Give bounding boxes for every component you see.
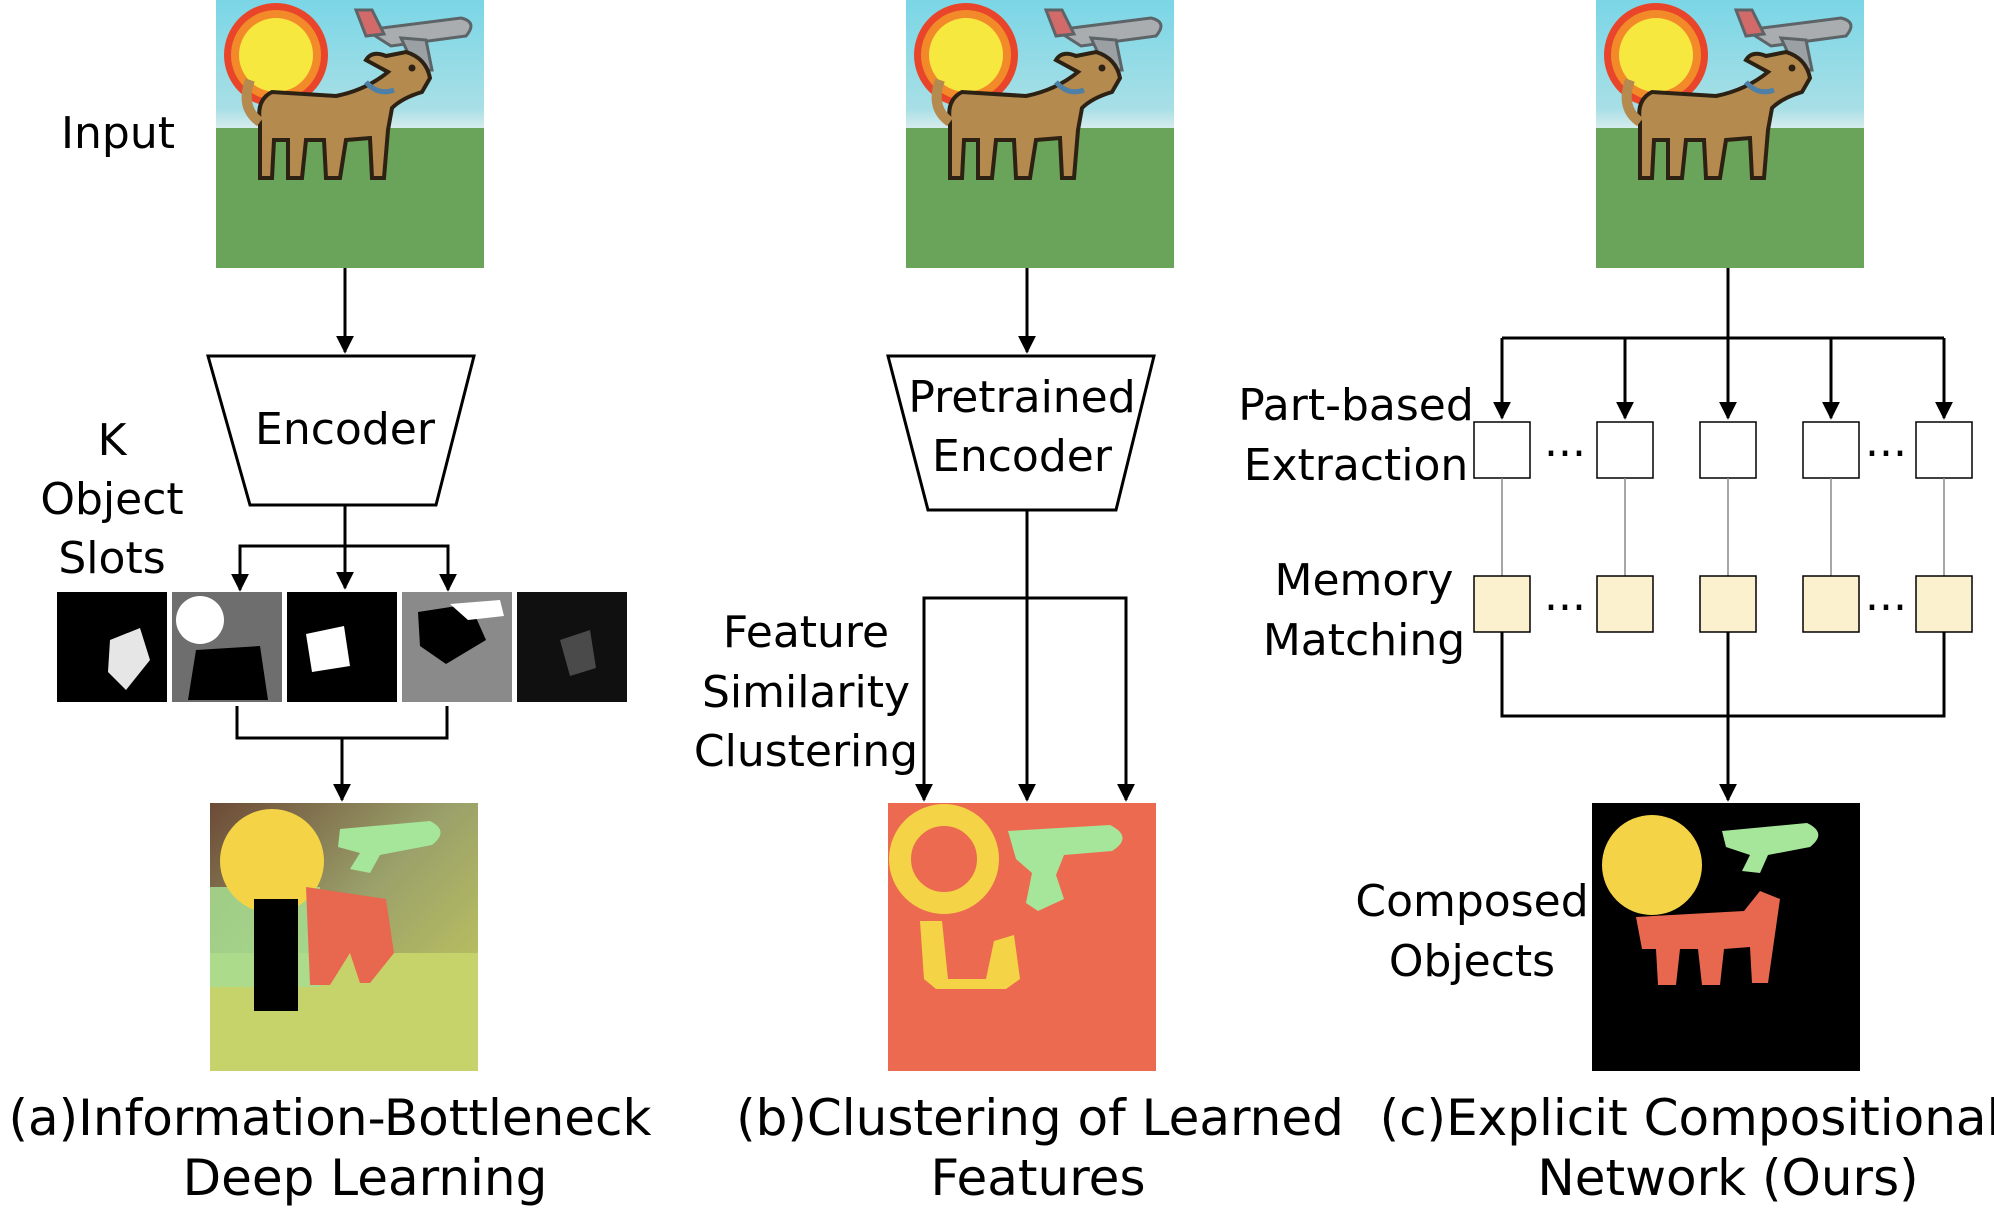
panel-b: Pretrained Encoder Feature Similarity Cl…: [694, 0, 1344, 1207]
memory-box: [1473, 575, 1531, 633]
encoder-label: Encoder: [255, 404, 436, 455]
caption-b-line-2: Features: [931, 1149, 1146, 1207]
slots-label-line-3: Slots: [58, 533, 165, 584]
ellipsis-memory-1: ...: [1544, 570, 1586, 621]
slots-merge: [235, 706, 449, 740]
reconstruction-image: [210, 803, 478, 1071]
caption-c-line-2: Network (Ours): [1537, 1149, 1918, 1207]
pretrained-label-line-1: Pretrained: [908, 372, 1135, 423]
part-box: [1802, 421, 1860, 479]
memory-label-line-2: Matching: [1263, 615, 1465, 666]
memory-merge: [1500, 632, 1946, 718]
clustering-label-line-1: Feature: [723, 607, 889, 658]
panel-a: Input Encoder K Object Slots: [9, 0, 652, 1207]
object-slot-masks: [57, 592, 627, 702]
ellipsis-memory-2: ...: [1865, 570, 1907, 621]
memory-box: [1596, 575, 1654, 633]
part-box: [1596, 421, 1654, 479]
part-box: [1699, 421, 1757, 479]
ellipsis-part-2: ...: [1865, 416, 1907, 467]
pretrained-label-line-2: Encoder: [932, 431, 1113, 482]
memory-box: [1802, 575, 1860, 633]
slots-label-line-2: Object: [40, 474, 183, 525]
panel-c: Part-based Extraction ... ... Memory Mat…: [1238, 0, 1994, 1207]
caption-b-line-1: (b)Clustering of Learned: [736, 1089, 1344, 1147]
encoder-block: [206, 354, 476, 507]
input-image: [906, 0, 1174, 268]
caption-c-line-1: (c)Explicit Compositional: [1380, 1089, 1994, 1147]
clustering-label-line-2: Similarity: [702, 667, 910, 718]
extraction-label-line-1: Part-based: [1238, 380, 1474, 431]
caption-a-line-2: Deep Learning: [183, 1149, 548, 1207]
caption-a-line-1: (a)Information-Bottleneck: [9, 1089, 652, 1147]
memory-label-line-1: Memory: [1275, 555, 1454, 606]
part-box: [1473, 421, 1531, 479]
pretrained-encoder-block: [886, 354, 1156, 512]
composed-label-line-1: Composed: [1355, 876, 1588, 927]
cluster-branch: [922, 596, 1128, 800]
extraction-label-line-2: Extraction: [1244, 440, 1469, 491]
input-image: [1596, 0, 1864, 268]
clustering-label-line-3: Clustering: [694, 726, 918, 777]
ellipsis-part-1: ...: [1544, 416, 1586, 467]
cluster-image: [888, 803, 1156, 1071]
slots-label-line-1: K: [98, 415, 128, 466]
input-image: [216, 0, 484, 268]
composed-label-line-2: Objects: [1389, 936, 1555, 987]
memory-box: [1915, 575, 1973, 633]
composed-image: [1592, 803, 1860, 1071]
memory-box: [1699, 575, 1757, 633]
input-label: Input: [61, 108, 175, 159]
part-box: [1915, 421, 1973, 479]
